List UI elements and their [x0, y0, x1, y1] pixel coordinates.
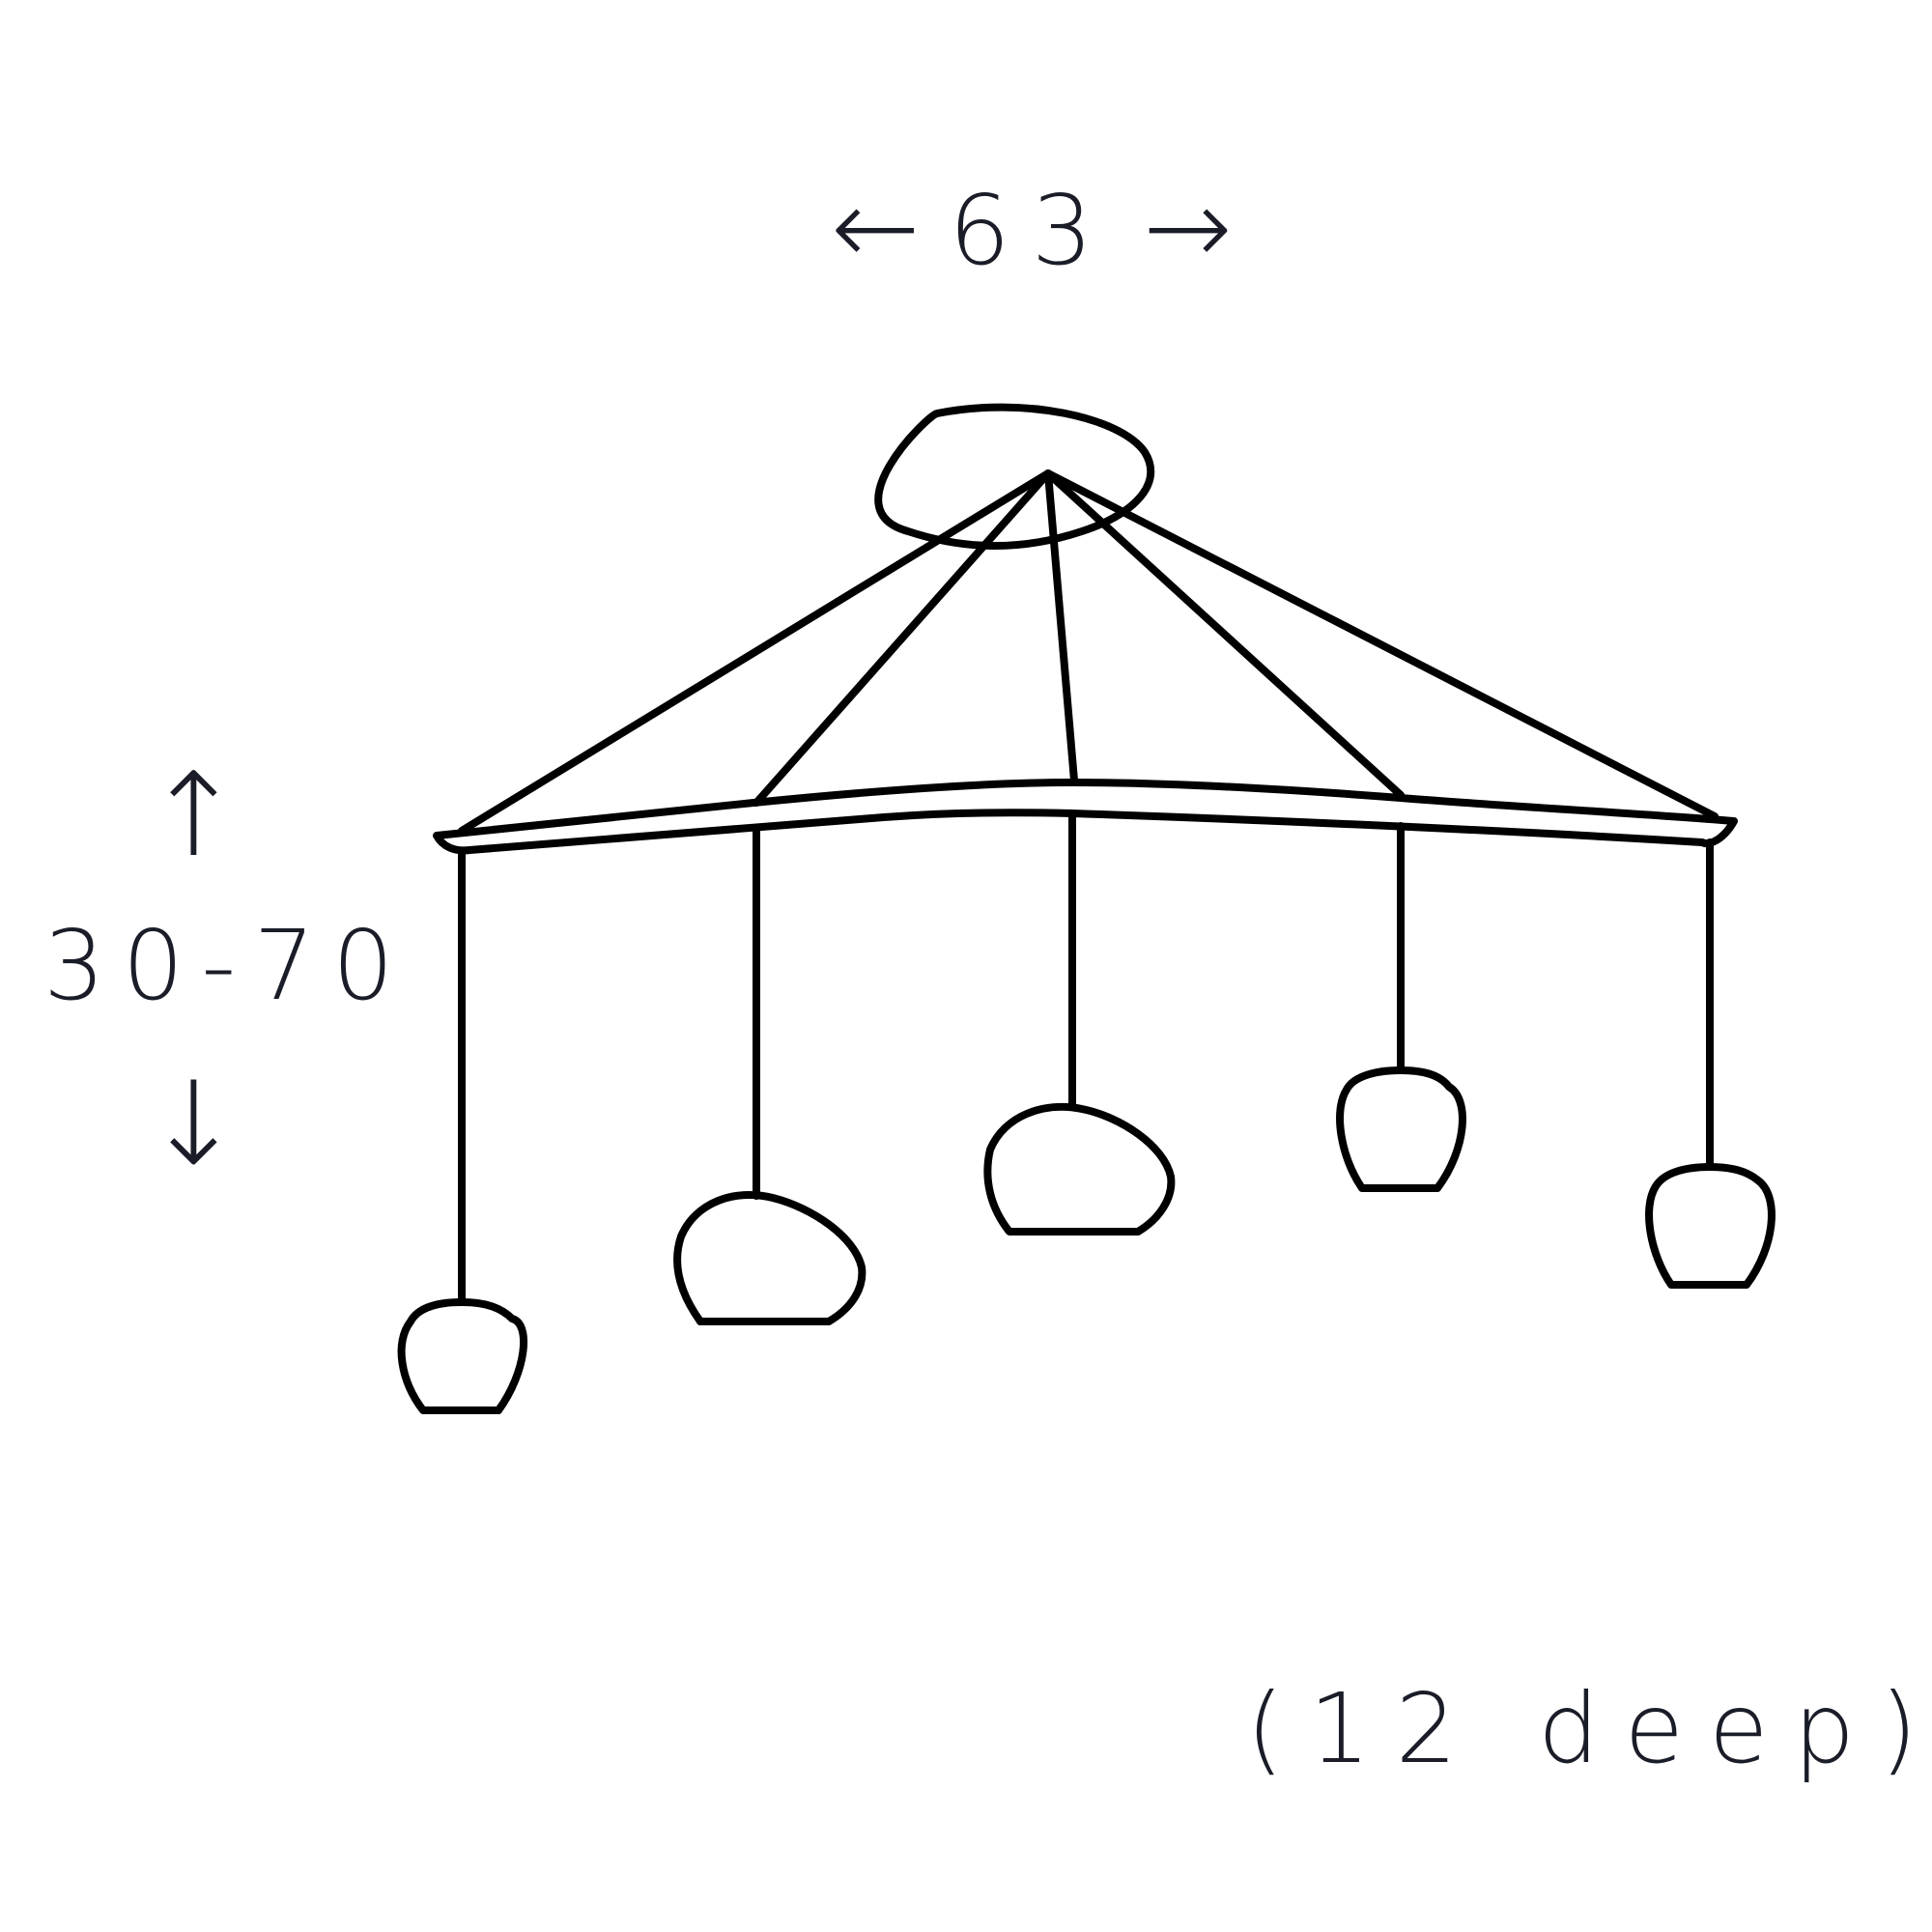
pendant-shade — [673, 1191, 867, 1325]
pendant-shades — [397, 1066, 1776, 1414]
pendant-shade — [1336, 1066, 1466, 1192]
frame-bar — [433, 779, 1738, 855]
left-arrow-icon: ← — [831, 165, 921, 289]
width-value: 63 — [949, 174, 1115, 287]
width-dimension: ←63→ — [831, 174, 1233, 280]
support-cable — [1044, 469, 1078, 784]
pendant-shade — [1645, 1163, 1776, 1289]
depth-dimension: (12 deep) — [1246, 1672, 1932, 1785]
height-value: 30-70 — [43, 909, 412, 1022]
down-arrow-icon: ↓ — [145, 1058, 242, 1192]
drop-rods — [458, 810, 1714, 1306]
right-arrow-icon: → — [1143, 165, 1233, 289]
support-cables — [458, 469, 1719, 835]
support-cable — [753, 469, 1052, 807]
ceiling-canopy — [874, 403, 1155, 550]
support-cable — [1044, 469, 1405, 799]
support-cable — [1044, 469, 1719, 820]
up-arrow-icon: ↑ — [145, 749, 242, 883]
support-cable — [458, 469, 1052, 835]
pendant-shade — [397, 1298, 527, 1414]
pendant-shade — [983, 1102, 1176, 1236]
